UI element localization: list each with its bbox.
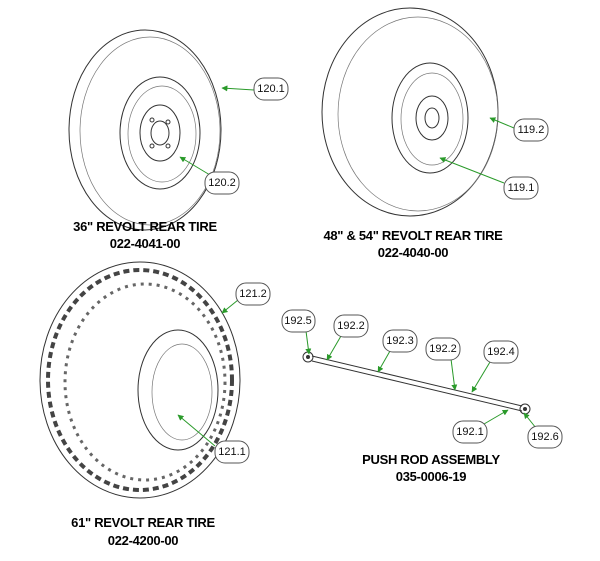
callout-192-2-right: 192.2	[425, 337, 461, 361]
tire-61-part-number: 022-4200-00	[108, 533, 178, 548]
callout-121-2: 121.2	[235, 282, 271, 306]
svg-text:121.1: 121.1	[218, 446, 246, 458]
tire-36-part-number: 022-4041-00	[110, 236, 180, 251]
svg-text:192.4: 192.4	[487, 346, 515, 358]
svg-text:192.6: 192.6	[531, 431, 559, 443]
tire-48-54-part-number: 022-4040-00	[378, 245, 448, 260]
callout-120-2: 120.2	[204, 171, 240, 195]
svg-text:120.2: 120.2	[208, 177, 236, 189]
callout-119-2: 119.2	[513, 118, 549, 142]
tire-36-title: 36" REVOLT REAR TIRE	[73, 219, 217, 234]
push-rod-title: PUSH ROD ASSEMBLY	[362, 452, 500, 467]
svg-text:121.2: 121.2	[239, 288, 267, 300]
callout-192-6: 192.6	[527, 425, 563, 449]
tire-48-54-title: 48" & 54" REVOLT REAR TIRE	[323, 228, 503, 243]
callout-120-1: 120.1	[253, 77, 289, 101]
svg-text:192.1: 192.1	[456, 426, 484, 438]
leader-lines	[177, 85, 537, 447]
push-rod-part-number: 035-0006-19	[396, 469, 466, 484]
callout-192-3: 192.3	[382, 329, 418, 353]
tire-61-drawing	[39, 261, 241, 499]
svg-text:120.1: 120.1	[257, 83, 285, 95]
push-rod-drawing	[302, 351, 531, 415]
svg-text:192.3: 192.3	[386, 335, 414, 347]
svg-text:119.1: 119.1	[508, 182, 535, 194]
callout-119-1: 119.1	[503, 176, 539, 200]
svg-text:192.2: 192.2	[337, 320, 365, 332]
callout-192-2-left: 192.2	[333, 314, 369, 338]
tire-36-drawing	[68, 29, 222, 231]
svg-text:192.5: 192.5	[284, 315, 312, 327]
tire-61-title: 61" REVOLT REAR TIRE	[71, 515, 215, 530]
callout-121-1: 121.1	[214, 440, 250, 464]
svg-text:192.2: 192.2	[429, 343, 457, 355]
tire-48-54-drawing	[321, 7, 499, 217]
callout-192-4: 192.4	[483, 340, 519, 364]
callout-192-5: 192.5	[281, 309, 316, 333]
callout-192-1: 192.1	[452, 420, 488, 444]
svg-text:119.2: 119.2	[518, 124, 545, 136]
